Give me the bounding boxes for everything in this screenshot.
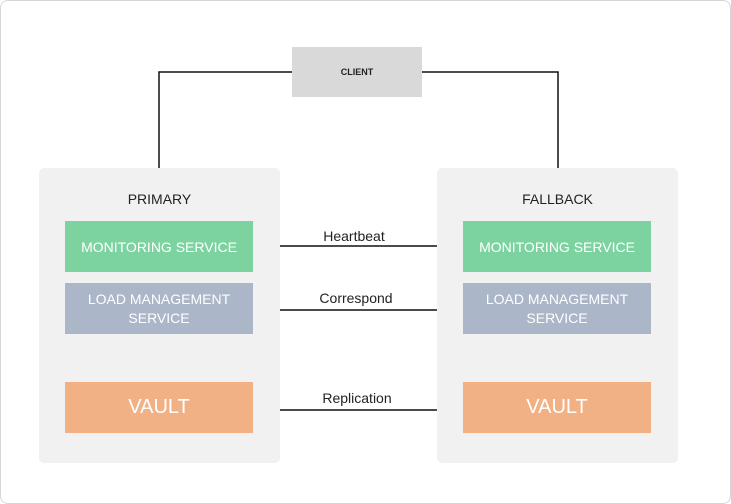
client-to-primary-line xyxy=(158,71,292,168)
heartbeat-label: Heartbeat xyxy=(323,228,385,244)
fallback-monitoring-service: MONITORING SERVICE xyxy=(463,221,651,272)
fallback-title: FALLBACK xyxy=(522,191,593,207)
primary-monitoring-service: MONITORING SERVICE xyxy=(65,221,253,272)
primary-monitoring-label: MONITORING SERVICE xyxy=(81,238,237,255)
primary-load-management-label: LOAD MANAGEMENT SERVICE xyxy=(87,290,231,326)
fallback-load-management-label: LOAD MANAGEMENT SERVICE xyxy=(485,290,629,326)
correspond-label: Correspond xyxy=(319,290,393,306)
replication-label: Replication xyxy=(322,390,392,406)
primary-vault: VAULT xyxy=(65,382,253,433)
primary-vault-label: VAULT xyxy=(128,396,190,418)
primary-title: PRIMARY xyxy=(127,191,192,207)
client-node: CLIENT xyxy=(292,47,422,97)
client-to-fallback-line xyxy=(422,71,559,168)
fallback-load-management-service: LOAD MANAGEMENT SERVICE xyxy=(463,283,651,334)
fallback-vault-label: VAULT xyxy=(526,396,588,418)
fallback-vault: VAULT xyxy=(463,382,651,433)
primary-load-management-service: LOAD MANAGEMENT SERVICE xyxy=(65,283,253,334)
fallback-monitoring-label: MONITORING SERVICE xyxy=(479,238,635,255)
client-label: CLIENT xyxy=(340,67,374,77)
